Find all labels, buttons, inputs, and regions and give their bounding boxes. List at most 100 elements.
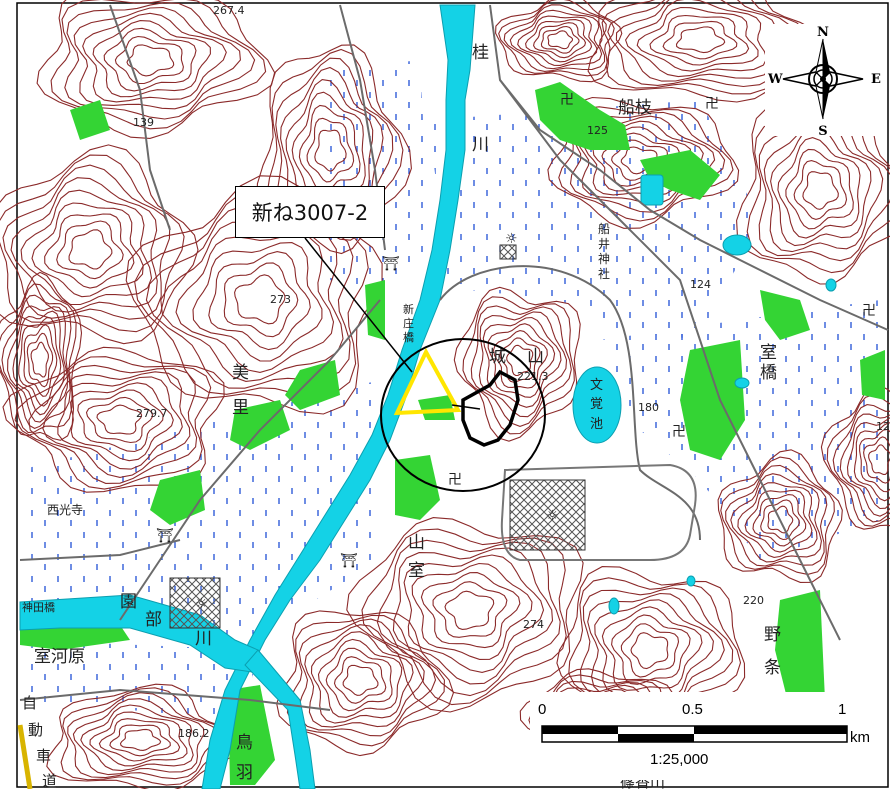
site-triangle-marker[interactable] xyxy=(393,347,462,416)
contour-line xyxy=(73,6,241,110)
contour-line xyxy=(42,371,191,478)
contour-line xyxy=(498,0,615,77)
callout-leader-line xyxy=(304,237,413,373)
svg-text:125: 125 xyxy=(587,124,608,137)
contour-line xyxy=(547,30,574,50)
svg-text:池: 池 xyxy=(590,417,603,432)
contour-line xyxy=(558,106,734,222)
contour-line xyxy=(601,0,807,95)
contour-line xyxy=(333,656,387,704)
contour-line xyxy=(839,413,890,517)
compass-rose-icon: N S W E xyxy=(765,24,887,136)
contour-line xyxy=(20,189,153,306)
contour-line xyxy=(611,614,691,685)
svg-text:車: 車 xyxy=(36,747,51,765)
svg-text:川: 川 xyxy=(472,135,489,155)
contour-line xyxy=(234,274,286,325)
svg-text:井: 井 xyxy=(598,237,610,251)
compass-s: S xyxy=(818,124,827,136)
site-circle[interactable] xyxy=(380,338,546,492)
contour-line xyxy=(503,4,607,72)
contour-line xyxy=(342,664,379,696)
scale-tick-mid: 0.5 xyxy=(682,701,703,718)
contour-line xyxy=(80,704,194,772)
svg-text:道: 道 xyxy=(42,772,57,789)
svg-text:羽: 羽 xyxy=(236,763,253,783)
contour-line xyxy=(846,417,890,510)
svg-text:室河原: 室河原 xyxy=(34,647,85,667)
contour-line xyxy=(14,356,212,490)
svg-text:山: 山 xyxy=(527,347,544,367)
svg-text:川: 川 xyxy=(195,629,212,649)
contour-line xyxy=(720,456,835,575)
contour-line xyxy=(72,698,205,776)
svg-text:里: 里 xyxy=(232,398,249,418)
contour-line xyxy=(56,220,124,280)
contour-line xyxy=(126,44,175,77)
svg-text:文: 文 xyxy=(590,378,603,393)
svg-text:西光寺: 西光寺 xyxy=(47,503,83,517)
contour-line xyxy=(462,296,575,435)
svg-text:橋: 橋 xyxy=(760,363,777,383)
contour-line xyxy=(453,286,581,442)
svg-text:139: 139 xyxy=(133,116,154,129)
contour-line xyxy=(30,341,49,378)
contour-line xyxy=(649,14,750,66)
contour-line xyxy=(64,2,256,120)
contour-line xyxy=(403,554,545,673)
contour-line xyxy=(752,494,807,547)
svg-text:野: 野 xyxy=(764,625,781,645)
contour-line xyxy=(85,396,154,444)
contour-line xyxy=(26,332,54,388)
contour-line xyxy=(770,126,872,247)
contour-line xyxy=(620,623,680,678)
svg-text:鳥: 鳥 xyxy=(236,733,253,753)
contour-line xyxy=(785,148,854,230)
forest-patches xyxy=(20,82,885,785)
contour-line xyxy=(826,394,890,527)
svg-text:社: 社 xyxy=(598,266,610,281)
site-area-outline[interactable] xyxy=(461,369,520,447)
contour-line xyxy=(492,330,548,389)
contour-line xyxy=(103,27,197,92)
contour-line xyxy=(506,344,534,377)
contour-line xyxy=(584,120,704,196)
contour-line xyxy=(517,15,598,66)
svg-text:274: 274 xyxy=(523,618,544,631)
contour-line xyxy=(525,19,593,63)
svg-text:神田橋: 神田橋 xyxy=(22,600,55,614)
contour-line xyxy=(482,316,562,408)
ponds xyxy=(572,174,837,615)
contour-line xyxy=(411,562,533,660)
svg-text:⛩: ⛩ xyxy=(340,553,358,569)
contour-line xyxy=(306,117,355,183)
contour-line xyxy=(859,428,890,493)
contour-line xyxy=(114,35,184,85)
contour-line xyxy=(737,482,818,558)
svg-text:124: 124 xyxy=(690,278,711,291)
contour-line xyxy=(495,0,623,83)
compass-n: N xyxy=(817,25,829,40)
contour-line xyxy=(31,202,144,298)
contour-line xyxy=(853,422,890,502)
svg-text:新: 新 xyxy=(403,302,414,316)
svg-text:園: 園 xyxy=(120,592,137,612)
contour-line xyxy=(0,144,199,345)
svg-text:室: 室 xyxy=(408,561,425,581)
svg-text:自: 自 xyxy=(22,694,37,712)
svg-text:橋: 橋 xyxy=(403,330,414,344)
contour-line xyxy=(760,499,800,541)
contour-line xyxy=(192,242,323,362)
svg-text:動: 動 xyxy=(28,721,43,739)
contour-line xyxy=(46,683,243,789)
contour-line xyxy=(18,317,62,407)
svg-text:☼: ☼ xyxy=(546,508,559,524)
contour-line xyxy=(60,687,231,786)
svg-text:卍: 卍 xyxy=(672,424,686,440)
contour-line xyxy=(304,624,425,728)
contour-line xyxy=(50,0,267,130)
contour-line xyxy=(44,213,135,289)
svg-text:⛩: ⛩ xyxy=(382,256,400,272)
